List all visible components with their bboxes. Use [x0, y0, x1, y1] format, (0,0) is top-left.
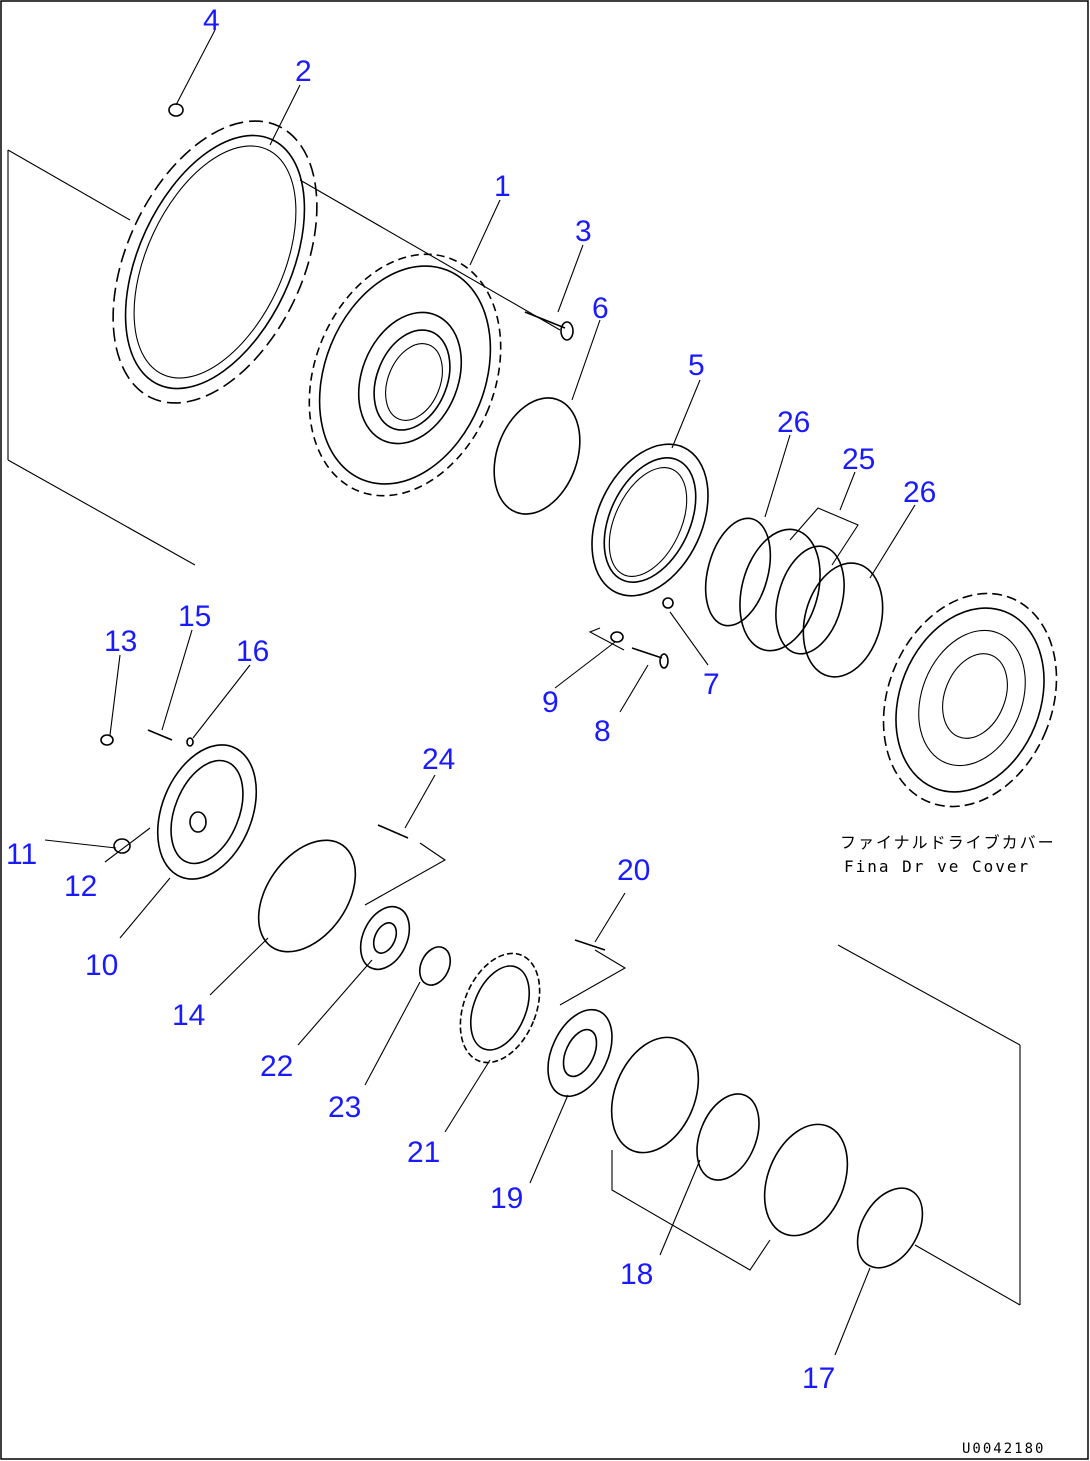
label-26-left: 26	[777, 406, 810, 439]
label-8: 8	[594, 715, 611, 748]
thrust-washer-22	[359, 905, 411, 971]
label-11: 11	[6, 838, 37, 871]
label-9: 9	[542, 686, 559, 719]
ring-17	[856, 1187, 924, 1269]
bolt-4	[168, 103, 184, 117]
label-12: 12	[64, 870, 97, 903]
label-26-right: 26	[903, 476, 936, 509]
label-4: 4	[203, 4, 220, 37]
part-labels: 4 2 1 3 6 5 26 25 26 15 13 16 7 9 8 24 1…	[6, 4, 936, 1395]
guide-lines	[7, 149, 1021, 1306]
label-7: 7	[703, 668, 720, 701]
label-17: 17	[802, 1362, 835, 1395]
final-drive-cover	[882, 592, 1058, 808]
label-24: 24	[422, 743, 455, 776]
group-brackets	[364, 507, 859, 1271]
cover-10	[156, 744, 258, 880]
sprocket	[112, 120, 318, 404]
thrust-washer-19	[547, 1008, 613, 1098]
bearing-25-rings-26	[704, 517, 884, 678]
label-25: 25	[842, 443, 875, 476]
label-5: 5	[688, 349, 705, 382]
bolts-20-24	[377, 824, 606, 951]
label-14: 14	[172, 999, 205, 1032]
label-15: 15	[178, 600, 211, 633]
label-22: 22	[260, 1050, 293, 1083]
o-ring-6	[493, 397, 581, 515]
small-fasteners	[100, 729, 194, 854]
leader-lines	[44, 29, 916, 1356]
cover-caption: ファイナルドライブカバー Fina Dr ve Cover	[840, 833, 1056, 876]
caption-japanese: ファイナルドライブカバー	[840, 833, 1056, 852]
bolt-3	[524, 311, 574, 341]
label-10: 10	[85, 949, 118, 982]
label-19: 19	[490, 1182, 523, 1215]
bolt-8-washer-9-pin-7	[610, 597, 674, 669]
label-1: 1	[494, 170, 511, 203]
label-23: 23	[328, 1091, 361, 1124]
label-16: 16	[236, 635, 269, 668]
label-3: 3	[575, 215, 592, 248]
gear-21	[459, 952, 541, 1064]
floating-seal-5	[591, 443, 709, 597]
label-20: 20	[617, 854, 650, 887]
o-ring-14	[257, 839, 357, 953]
drawing-code: U0042180	[962, 1441, 1045, 1457]
label-18: 18	[620, 1258, 653, 1291]
bearing-18	[610, 1036, 849, 1237]
bushing-23	[418, 946, 452, 986]
label-2: 2	[295, 55, 312, 88]
caption-english: Fina Dr ve Cover	[844, 857, 1030, 876]
hub	[308, 253, 502, 497]
label-6: 6	[592, 292, 609, 325]
label-13: 13	[104, 625, 137, 658]
label-21: 21	[407, 1136, 440, 1169]
